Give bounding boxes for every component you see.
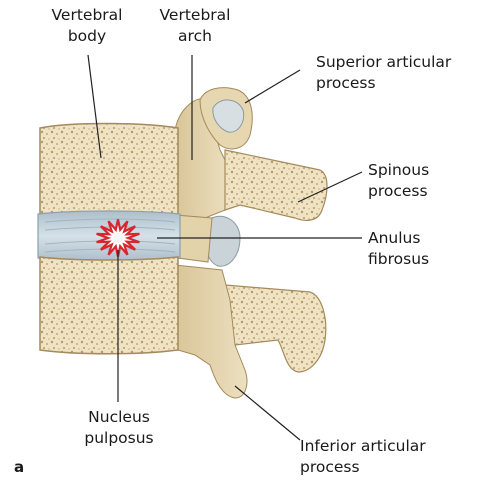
label-anulus-line1: Anulus xyxy=(368,229,421,247)
label-vertebral-arch: Vertebral arch xyxy=(150,5,240,47)
leader-inferior-articular xyxy=(234,385,301,441)
label-nucleus-pulposus: Nucleus pulposus xyxy=(74,407,164,449)
leader-spinous xyxy=(297,171,363,203)
label-inferior-articular-line2: process xyxy=(300,458,360,476)
lower-vertebral-body-shape xyxy=(39,256,179,355)
label-inferior-articular-line1: Inferior articular xyxy=(300,437,426,455)
panel-letter: a xyxy=(14,458,25,476)
label-spinous-process: Spinous process xyxy=(368,160,429,202)
leader-vertebral-body xyxy=(87,54,102,159)
label-spinous-line1: Spinous xyxy=(368,161,430,179)
lower-arch-shape xyxy=(174,264,248,399)
label-superior-articular-line1: Superior articular xyxy=(316,53,452,71)
label-anulus-line2: fibrosus xyxy=(368,250,430,268)
label-vertebral-body-line1: Vertebral xyxy=(51,6,123,24)
label-vertebral-body-line2: body xyxy=(67,27,107,45)
upper-spinous-process-shape xyxy=(224,149,328,221)
label-vertebral-body: Vertebral body xyxy=(42,5,132,47)
label-vertebral-arch-line1: Vertebral xyxy=(159,6,231,24)
leader-superior-articular xyxy=(244,69,301,104)
upper-vertebral-body-shape xyxy=(39,122,179,216)
label-superior-articular-line2: process xyxy=(316,74,376,92)
lower-spinous-process-shape xyxy=(221,284,327,373)
label-anulus-fibrosus: Anulus fibrosus xyxy=(368,228,429,270)
label-vertebral-arch-line2: arch xyxy=(178,27,212,45)
label-nucleus-line2: pulposus xyxy=(84,429,154,447)
label-inferior-articular-process: Inferior articular process xyxy=(300,436,426,478)
label-superior-articular-process: Superior articular process xyxy=(316,52,451,94)
label-spinous-line2: process xyxy=(368,182,428,200)
label-nucleus-line1: Nucleus xyxy=(88,408,150,426)
articular-facet-upper xyxy=(212,99,245,133)
nucleus-core xyxy=(113,233,123,243)
leader-lines xyxy=(87,54,363,441)
